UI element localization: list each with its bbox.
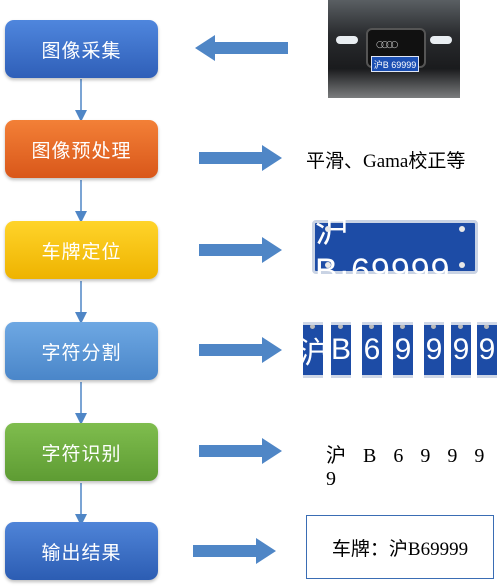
segment-rivet xyxy=(338,325,343,329)
plate-rivet xyxy=(325,226,331,232)
right-headlight xyxy=(430,36,452,44)
left-headlight xyxy=(336,36,358,44)
arrow-to-result xyxy=(193,538,276,564)
segment-rivet xyxy=(484,325,489,329)
result-text: 车牌：沪B69999 xyxy=(331,538,469,560)
segment-char: 9 xyxy=(451,322,471,378)
step-image-preprocessing: 图像预处理 xyxy=(5,120,158,178)
arrow-to-segments xyxy=(199,337,282,363)
plate-rivet xyxy=(459,262,465,268)
plate-rivet xyxy=(459,226,465,232)
segment-char-text: 9 xyxy=(478,333,496,366)
located-plate: 沪B·69999 xyxy=(312,212,478,290)
segment-rivet xyxy=(400,325,405,329)
segment-rivet xyxy=(310,325,315,329)
segment-char-text: B xyxy=(331,333,351,366)
arrow-to-recognized xyxy=(199,438,282,464)
segment-rivet xyxy=(458,325,463,329)
plate-text: 沪B·69999 xyxy=(315,212,451,290)
car-plate: 沪B 69999 xyxy=(371,56,419,72)
segment-char-text: 9 xyxy=(394,333,412,366)
segment-char-text: 9 xyxy=(425,333,443,366)
preprocess-note: 平滑、Gama校正等 xyxy=(306,151,466,172)
arrow-to-note xyxy=(199,145,282,171)
step-image-acquisition: 图像采集 xyxy=(5,20,158,78)
car-logo-icon: ○○○○ xyxy=(376,40,398,50)
segment-rivet xyxy=(369,325,374,329)
step-output-result: 输出结果 xyxy=(5,522,158,580)
segment-char: 6 xyxy=(362,322,382,378)
car-photo: ○○○○ 沪B 69999 xyxy=(328,0,460,98)
result-box: 车牌：沪B69999 xyxy=(306,515,494,579)
segment-char-text: 9 xyxy=(452,333,470,366)
segment-char: 沪 xyxy=(303,322,323,378)
segment-char: B xyxy=(331,322,351,378)
segment-char-text: 沪 xyxy=(303,328,323,372)
recognized-characters: 沪 B 6 9 9 9 9 xyxy=(326,445,491,490)
segment-char: 9 xyxy=(424,322,444,378)
arrow-from-photo xyxy=(195,35,288,61)
plate-rivet xyxy=(325,262,331,268)
step-character-segmentation: 字符分割 xyxy=(5,322,158,380)
arrow-to-plate xyxy=(199,237,282,263)
segment-char-text: 6 xyxy=(363,333,381,366)
step-character-recognition: 字符识别 xyxy=(5,423,158,481)
step-plate-location: 车牌定位 xyxy=(5,221,158,279)
segment-char: 9 xyxy=(477,322,497,378)
segment-rivet xyxy=(431,325,436,329)
segment-char: 9 xyxy=(393,322,413,378)
